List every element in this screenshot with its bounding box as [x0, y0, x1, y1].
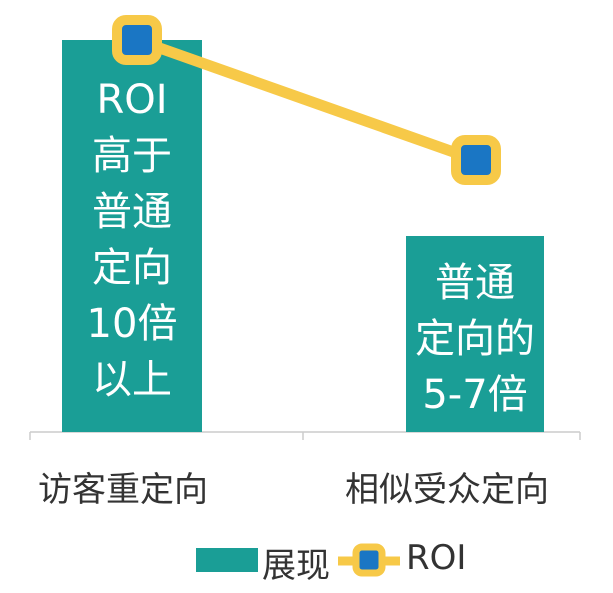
bar-annotation-line: 定向: [92, 245, 172, 291]
bar-1: [406, 236, 544, 432]
bar-annotation-line: 5-7倍: [422, 372, 528, 418]
legend-marker: [352, 543, 386, 577]
roi-marker-1: [451, 135, 501, 185]
roi-marker-0: [112, 15, 162, 65]
x-tick-label-visitor-retargeting: 访客重定向: [38, 470, 208, 510]
bar-annotation-line: 定向的: [415, 316, 535, 362]
bar-annotation-lookalike-audience: 普通定向的 5-7倍: [406, 255, 544, 423]
roi-line: [135, 34, 478, 166]
legend-swatch-line-icon: [338, 543, 400, 577]
x-tick-label-lookalike-audience: 相似受众定向: [345, 470, 549, 510]
bar-annotation-line: 普通: [92, 189, 172, 235]
bar-annotation-line: ROI: [96, 77, 168, 123]
bar-annotation-line: 高于: [92, 133, 172, 179]
bar-annotation-line: 10倍: [86, 301, 178, 347]
legend-swatch-bar-icon: [196, 548, 258, 572]
bar-0: [62, 40, 202, 432]
bar-annotation-line: 普通: [435, 260, 515, 306]
bar-annotation-visitor-retargeting: ROI 高于普通定向 10倍以上: [62, 72, 202, 408]
legend-label-roi: ROI: [406, 538, 467, 578]
legend-label-impressions: 展现: [262, 546, 330, 586]
bar-annotation-line: 以上: [92, 357, 172, 403]
